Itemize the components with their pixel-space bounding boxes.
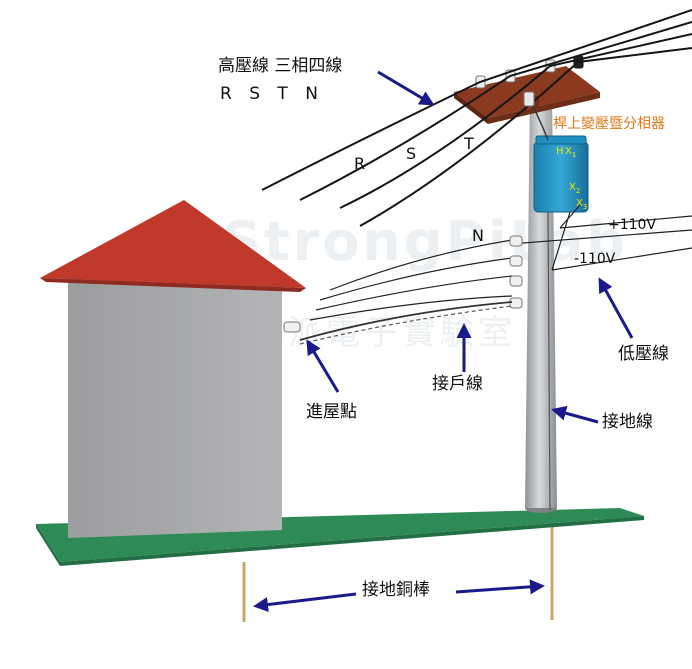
ground-wire-label: 接地線 [602, 412, 653, 432]
lv-wires [309, 204, 692, 321]
annotation-arrows [253, 70, 634, 613]
wire-t [339, 33, 692, 209]
house-roof-shadow [40, 278, 306, 292]
lv-left-4 [309, 295, 513, 321]
house-wall [68, 278, 282, 538]
arrow-hv [377, 70, 435, 106]
plus-voltage-label: +110V [608, 217, 657, 233]
ground-rod-label: 接地銅棒 [362, 580, 430, 600]
service-drop-label: 接戶線 [432, 374, 483, 394]
arrow-ground-rod-left [253, 592, 357, 613]
hv-phases-label: R S T N [220, 84, 324, 104]
ground-plane-front [60, 516, 644, 566]
hv-title-label: 高壓線 三相四線 [218, 56, 343, 76]
hv-wires [261, 9, 692, 227]
wire-r-label: R [354, 154, 366, 173]
service-drop-wire-2 [299, 305, 513, 345]
lv-left-2 [319, 257, 513, 301]
lv-insulators [509, 235, 523, 309]
arrow-entry-point [306, 339, 340, 393]
xf-to-plus [559, 204, 581, 229]
low-voltage-label: 低壓線 [618, 344, 669, 364]
terminal-x3: X3 [576, 198, 588, 211]
transformer-label: 桿上變壓暨分相器 [553, 116, 665, 132]
transformer-lid [535, 135, 587, 145]
crossarm-front [454, 92, 488, 124]
lv-wire-plus [559, 215, 692, 229]
lv-left-1 [329, 239, 513, 291]
service-drop-wire [299, 301, 513, 341]
entry-point-label: 進屋點 [306, 402, 357, 422]
wire-s-label: S [406, 144, 417, 163]
crossarm-brace [531, 96, 539, 110]
watermark-main: StrongPiLab [222, 210, 629, 273]
ground-plane-edge [36, 524, 60, 566]
terminal-x1: X1 [565, 146, 577, 159]
house-roof [40, 200, 306, 288]
arrow-ground-rod-right [455, 579, 545, 595]
transformer-fuse-icon [523, 91, 535, 107]
terminal-x2: X2 [569, 182, 581, 195]
wire-r [261, 9, 692, 191]
wire-n-label: N [472, 226, 484, 245]
terminal-h: H [556, 146, 564, 157]
arrow-low-voltage [598, 277, 634, 339]
lv-left-3 [315, 275, 513, 311]
minus-voltage-label: -110V [574, 251, 616, 267]
ground-wire [547, 209, 551, 511]
wire-n [359, 47, 692, 227]
lv-wire-n [509, 229, 692, 245]
xf-to-minus [551, 211, 571, 271]
lv-wire-minus [551, 247, 692, 271]
wire-t-label: T [464, 134, 474, 153]
arrow-ground-wire [551, 405, 599, 424]
wire-s [299, 21, 692, 201]
entry-point-insulator [283, 321, 301, 333]
